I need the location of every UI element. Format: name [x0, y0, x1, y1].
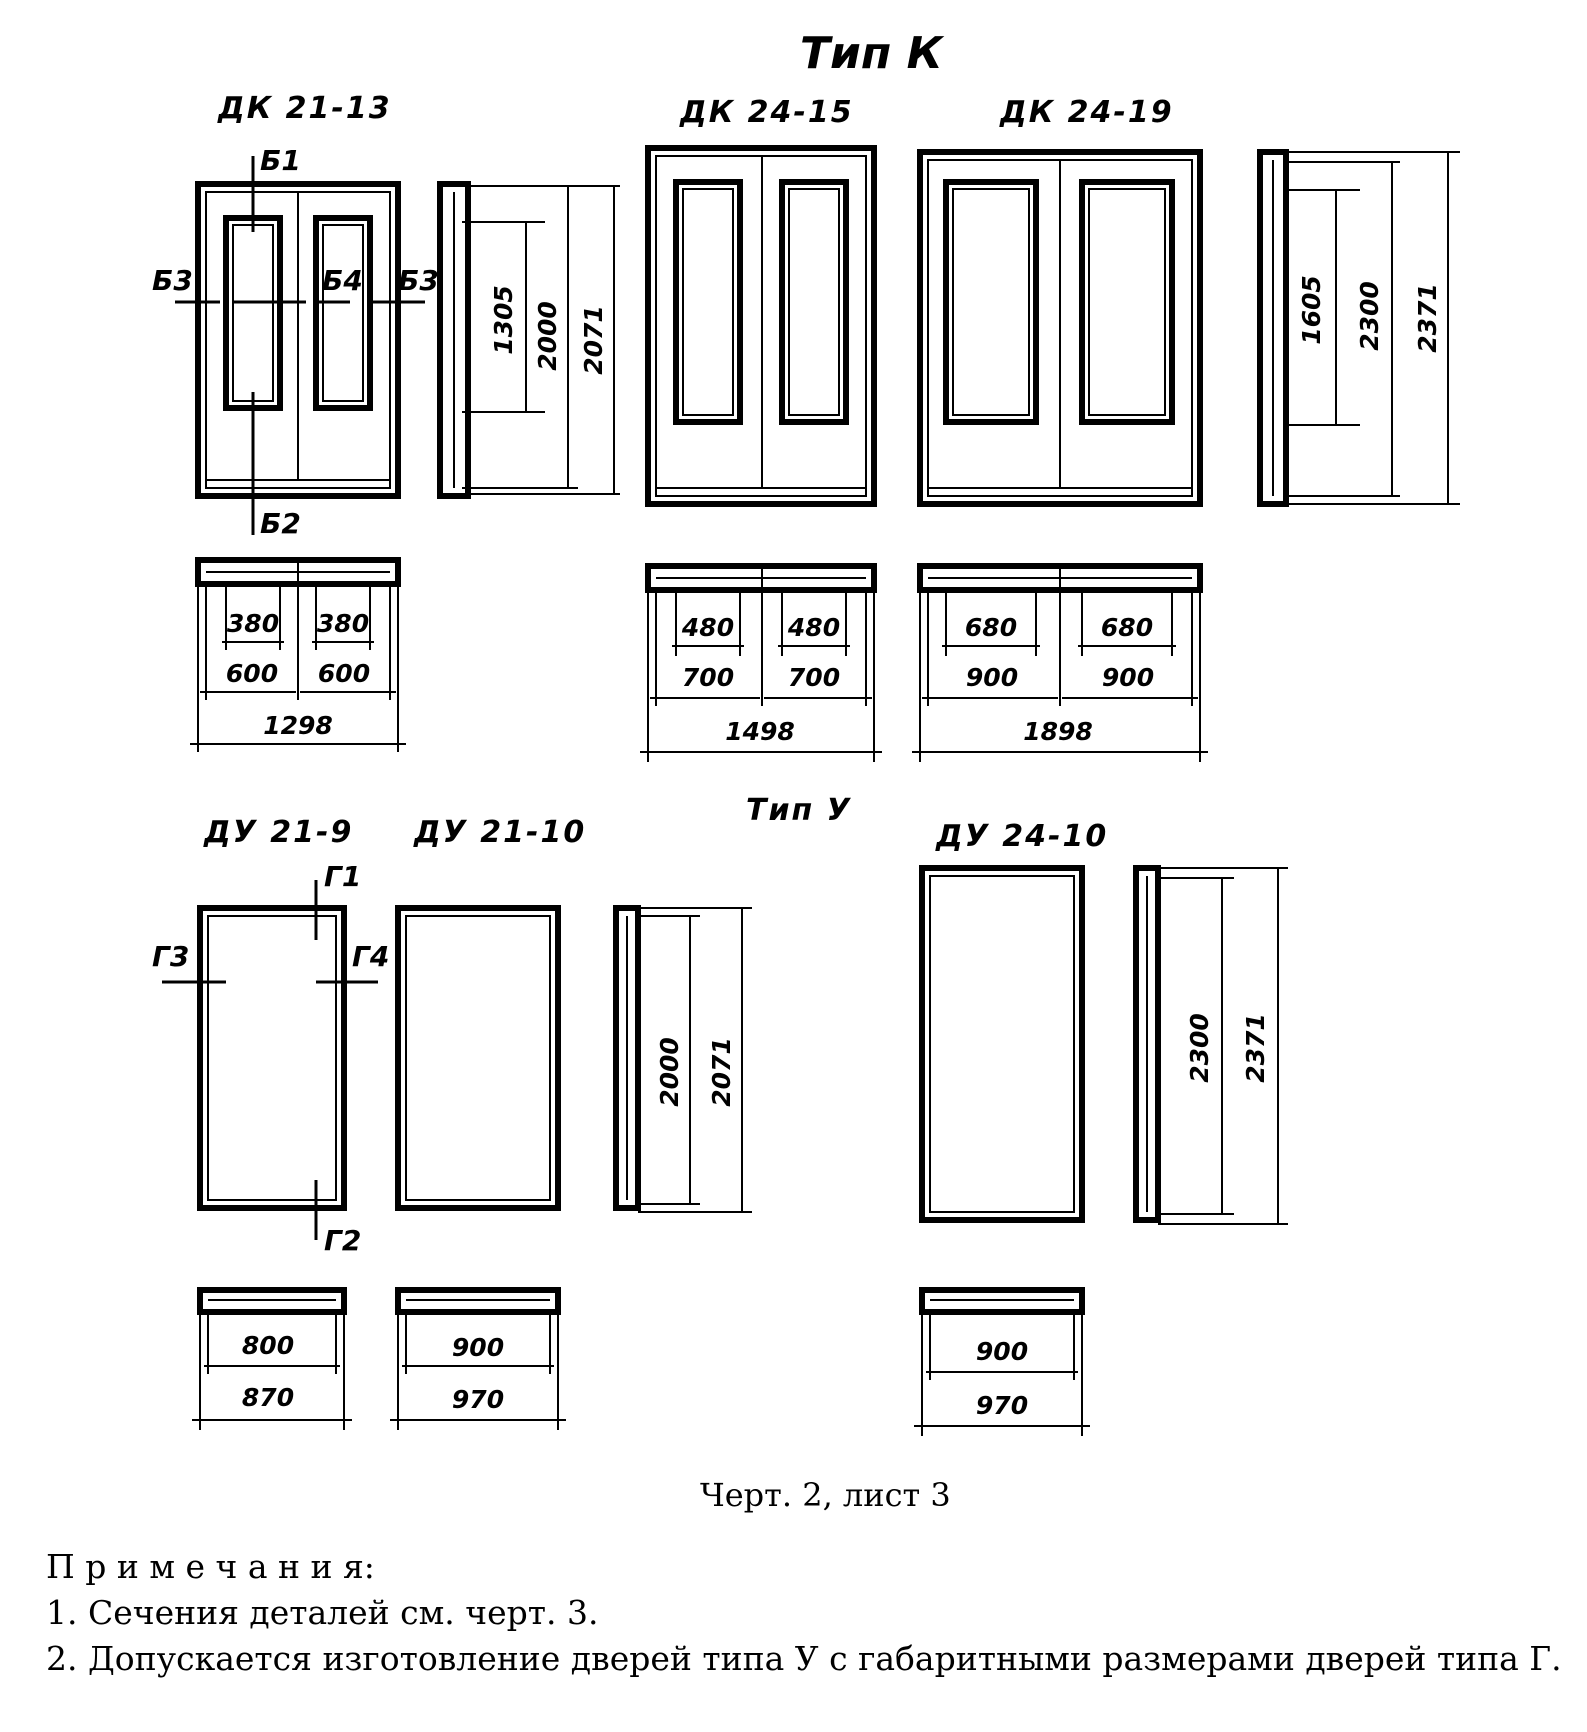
- section-b3-left-label: Б3: [152, 264, 193, 297]
- dk-24-15-leaf-right-width: 700: [788, 663, 840, 692]
- dk-21-13-leaf-right-width: 600: [318, 659, 370, 688]
- dk-21-13-total-width: 1298: [263, 711, 333, 740]
- du-21-10-total-height: 2071: [707, 1037, 736, 1107]
- dk-24-15-plan-view: [640, 563, 882, 762]
- section-b3-right-label: Б3: [398, 264, 439, 297]
- du-21-9-outer-width: 870: [242, 1383, 294, 1412]
- du-21-9-inner-width: 800: [242, 1331, 294, 1360]
- du-24-10-leaf-height: 2300: [1185, 1013, 1214, 1083]
- du-21-9-plan-view: [192, 1287, 352, 1430]
- dk-21-13-title: ДК 21-13: [217, 91, 392, 126]
- note-2: 2. Допускается изготовление дверей типа …: [46, 1639, 1562, 1678]
- dk-24-19-total-height: 2371: [1413, 283, 1442, 353]
- dk-24-19-glass-left-width: 680: [965, 613, 1017, 642]
- du-21-10-side-view: [613, 905, 752, 1213]
- dk-21-13-glass-right-width: 380: [317, 609, 369, 638]
- dk-24-19-glass-height: 1605: [1297, 275, 1326, 345]
- du-21-10-plan-view: [390, 1287, 566, 1430]
- dk-24-19-glass-right-width: 680: [1101, 613, 1153, 642]
- type-u-heading: Тип У: [746, 793, 852, 828]
- type-k-heading: Тип К: [800, 28, 945, 79]
- dk-24-15-glass-left-width: 480: [681, 613, 734, 642]
- dk-24-19-leaf-height: 2300: [1355, 281, 1384, 351]
- du-21-10-front-view: [395, 905, 561, 1211]
- du-21-10-outer-width: 970: [452, 1385, 504, 1414]
- dk-21-13-plan-view: [190, 557, 406, 752]
- du-21-10-inner-width: 900: [452, 1333, 504, 1362]
- dk-24-15-glass-right-width: 480: [787, 613, 840, 642]
- du-24-10-outer-width: 970: [976, 1391, 1028, 1420]
- dk-24-15-front-view: [645, 145, 877, 507]
- section-b1-label: Б1: [260, 144, 301, 177]
- section-b2-label: Б2: [260, 507, 301, 540]
- section-g1-label: Г1: [324, 860, 361, 893]
- dk-24-19-leaf-left-width: 900: [966, 663, 1018, 692]
- dk-24-19-front-view: [917, 149, 1203, 507]
- dk-24-15-total-width: 1498: [725, 717, 795, 746]
- dk-24-19-title: ДК 24-19: [999, 95, 1174, 130]
- du-24-10-side-view: [1133, 865, 1288, 1225]
- dk-24-19-side-view: [1257, 149, 1460, 507]
- du-21-9-front-view: [162, 880, 378, 1240]
- dk-24-19-leaf-right-width: 900: [1102, 663, 1154, 692]
- du-24-10-title: ДУ 24-10: [935, 819, 1108, 854]
- note-1: 1. Сечения деталей см. черт. 3.: [46, 1593, 598, 1632]
- dk-21-13-front-view: [175, 156, 425, 535]
- dk-21-13-leaf-height: 2000: [533, 301, 562, 371]
- du-21-10-leaf-height: 2000: [655, 1037, 684, 1107]
- sheet-caption: Черт. 2, лист 3: [700, 1476, 951, 1514]
- du-24-10-front-view: [919, 865, 1085, 1223]
- du-24-10-inner-width: 900: [976, 1337, 1028, 1366]
- du-24-10-total-height: 2371: [1241, 1013, 1270, 1083]
- dk-24-19-total-width: 1898: [1023, 717, 1093, 746]
- section-g2-label: Г2: [324, 1224, 361, 1257]
- dk-21-13-total-height: 2071: [579, 305, 608, 375]
- dk-21-13-side-view: [437, 181, 620, 499]
- notes-heading: П р и м е ч а н и я:: [46, 1547, 375, 1586]
- dk-24-15-leaf-left-width: 700: [682, 663, 734, 692]
- du-24-10-plan-view: [914, 1287, 1090, 1436]
- section-g3-label: Г3: [152, 940, 189, 973]
- dk-21-13-leaf-left-width: 600: [226, 659, 278, 688]
- section-b4-label: Б4: [322, 264, 363, 297]
- dk-24-19-plan-view: [912, 563, 1208, 762]
- dk-21-13-glass-left-width: 380: [227, 609, 279, 638]
- section-g4-label: Г4: [352, 940, 389, 973]
- du-21-10-title: ДУ 21-10: [413, 815, 586, 850]
- dk-21-13-glass-height: 1305: [489, 285, 518, 355]
- du-21-9-title: ДУ 21-9: [203, 815, 353, 850]
- dk-24-15-title: ДК 24-15: [679, 95, 854, 130]
